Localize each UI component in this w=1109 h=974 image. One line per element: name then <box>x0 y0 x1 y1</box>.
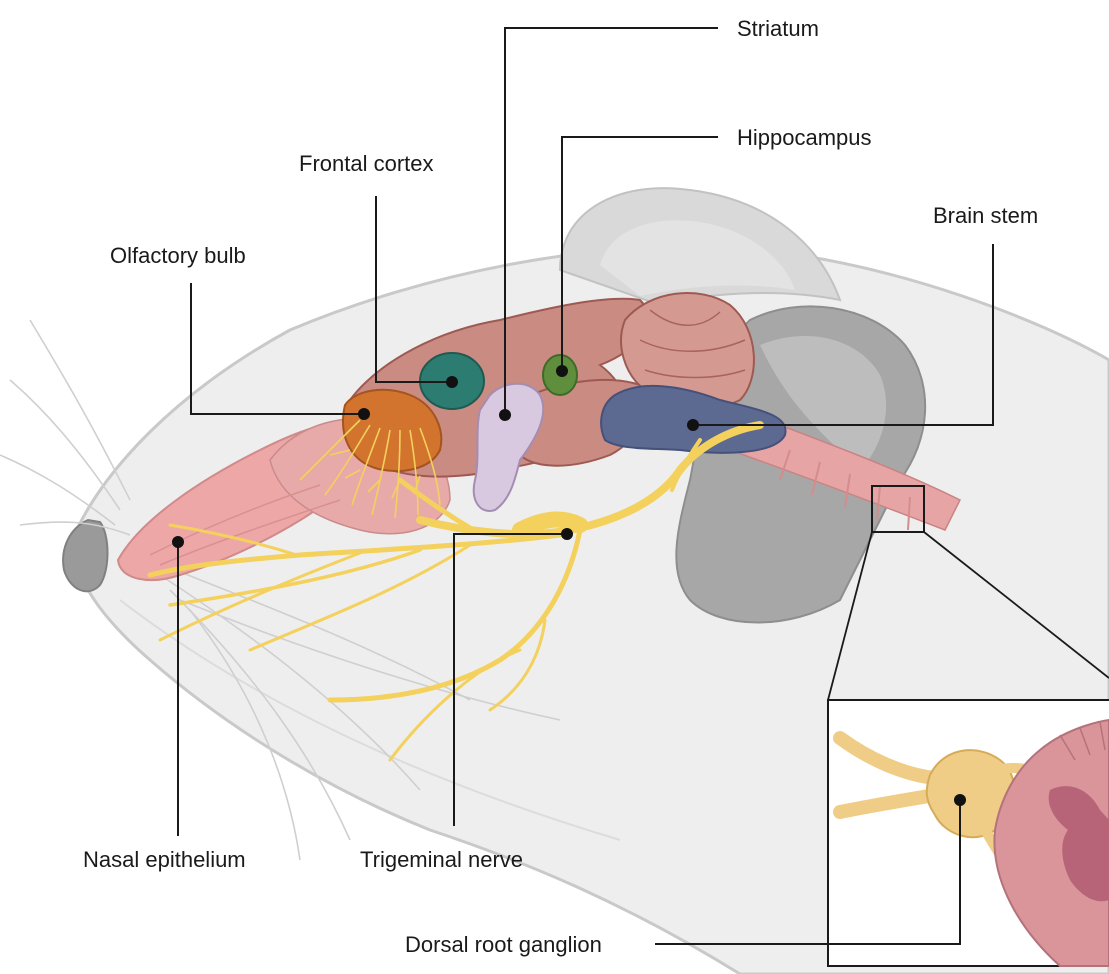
olfactory-bulb-dot <box>358 408 370 420</box>
hippocampus-dot <box>556 365 568 377</box>
brain-stem-dot <box>687 419 699 431</box>
frontal-cortex-dot <box>446 376 458 388</box>
label-frontal-cortex: Frontal cortex <box>299 151 434 176</box>
label-dorsal-root-ganglion: Dorsal root ganglion <box>405 932 602 957</box>
label-hippocampus: Hippocampus <box>737 125 872 150</box>
nasal-epithelium-dot <box>172 536 184 548</box>
dorsal-root-ganglion-dot <box>954 794 966 806</box>
label-brain-stem: Brain stem <box>933 203 1038 228</box>
nose <box>63 520 107 591</box>
label-olfactory-bulb: Olfactory bulb <box>110 243 246 268</box>
label-nasal-epithelium: Nasal epithelium <box>83 847 246 872</box>
label-striatum: Striatum <box>737 16 819 41</box>
striatum-dot <box>499 409 511 421</box>
trigeminal-nerve-dot <box>561 528 573 540</box>
label-trigeminal-nerve: Trigeminal nerve <box>360 847 523 872</box>
